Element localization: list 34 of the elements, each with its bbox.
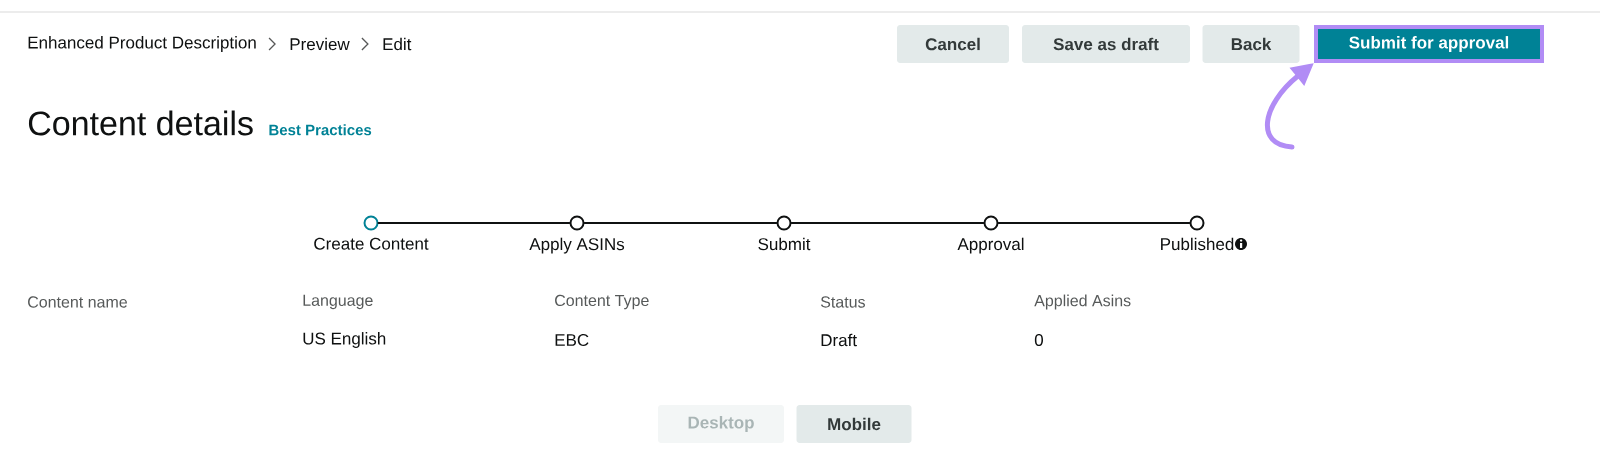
breadcrumb: Preview: [290, 37, 350, 51]
button: Back: [1202, 25, 1300, 63]
progress-step: Submit: [758, 215, 811, 251]
table-value: US English: [303, 332, 386, 348]
node-label: Published: [1161, 237, 1234, 251]
disabled-button: Desktop: [658, 405, 784, 443]
progress-step: Apply ASINs: [529, 215, 625, 254]
table-value: Draft: [821, 333, 857, 347]
connector-line: [377, 222, 571, 224]
button: Save as draft: [1022, 25, 1190, 63]
column-heading: Status: [820, 296, 865, 308]
breadcrumb: Enhanced Product Description: [28, 36, 256, 52]
connector-line: [790, 222, 985, 224]
column-heading: Content Type: [555, 294, 649, 310]
link: Best Practices: [269, 124, 372, 136]
node-label: Apply ASINs: [529, 237, 625, 254]
column-heading: Content name: [28, 296, 127, 308]
progress-step: Create Content: [314, 215, 429, 250]
node-label: Submit: [758, 237, 811, 251]
highlighted-button: Submit for approval: [1314, 25, 1544, 63]
progress-step: Published: [1161, 215, 1234, 251]
button: Mobile: [796, 405, 912, 443]
breadcrumb: Edit: [383, 37, 412, 51]
column-heading: Applied Asins: [1034, 294, 1131, 310]
table-value: EBC: [555, 333, 589, 346]
node-label: Create Content: [314, 237, 429, 250]
node-label: Approval: [957, 237, 1024, 254]
table-value: 0: [1034, 333, 1043, 346]
connector-line: [997, 222, 1191, 224]
column-heading: Language: [303, 294, 373, 310]
connector-line: [583, 222, 778, 224]
progress-step: Approval: [957, 215, 1024, 254]
button: Cancel: [897, 25, 1009, 63]
page-title: Content details: [28, 110, 253, 136]
